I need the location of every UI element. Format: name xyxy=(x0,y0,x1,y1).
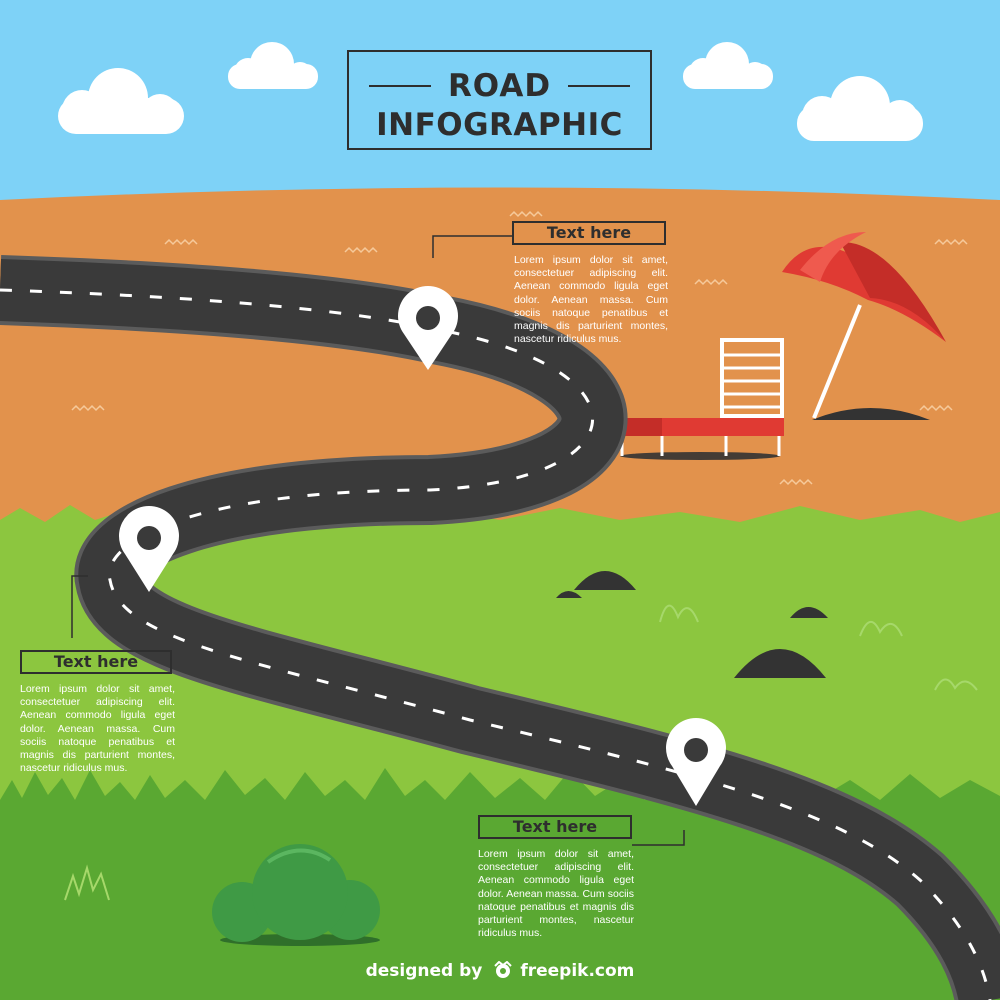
step-2-body: Lorem ipsum dolor sit amet, consectetuer… xyxy=(20,683,175,775)
dirt-mounds xyxy=(556,571,828,678)
title-rule-left xyxy=(369,85,431,87)
cloud-icon xyxy=(683,42,773,89)
step-1-label: Text here xyxy=(512,221,666,245)
freepik-logo-icon xyxy=(494,961,513,978)
connector-lines xyxy=(71,235,685,846)
step-3-label: Text here xyxy=(478,815,632,839)
credit-prefix: designed by xyxy=(365,961,483,981)
title-rule-right xyxy=(568,85,630,87)
credit-line: designed by freepik.com xyxy=(0,961,1000,981)
map-pin-icon xyxy=(398,286,458,370)
map-pin-icon xyxy=(119,506,179,592)
cloud-icon xyxy=(228,42,318,89)
step-2-label: Text here xyxy=(20,650,172,674)
beach-chair-icon xyxy=(617,338,784,460)
umbrella-icon xyxy=(782,232,946,420)
step-3-body: Lorem ipsum dolor sit amet, consectetuer… xyxy=(478,848,634,940)
cloud-icon xyxy=(58,68,184,134)
bush-icon xyxy=(212,844,380,946)
credit-brand: freepik.com xyxy=(520,961,635,981)
grass-tufts xyxy=(64,604,978,901)
title-line-1: ROAD xyxy=(447,68,552,104)
title-box: ROAD INFOGRAPHIC xyxy=(347,50,652,150)
sand-squiggles xyxy=(71,210,968,486)
cloud-icon xyxy=(797,76,923,141)
title-line-2: INFOGRAPHIC xyxy=(376,107,623,143)
map-pin-icon xyxy=(666,718,726,806)
step-1-body: Lorem ipsum dolor sit amet, consectetuer… xyxy=(514,254,668,346)
